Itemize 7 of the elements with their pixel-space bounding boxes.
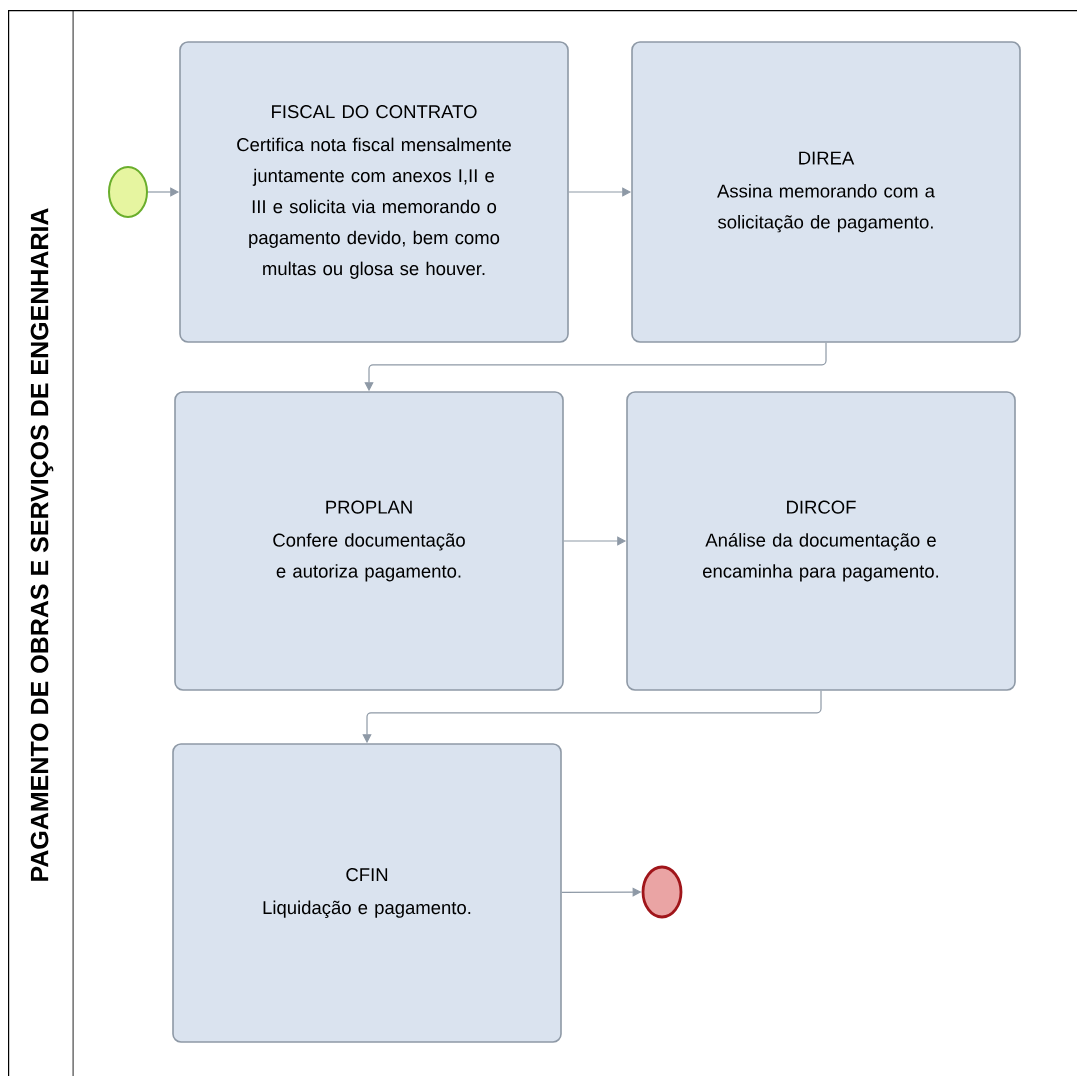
end-event-circle bbox=[641, 865, 683, 919]
task-box: DIRCOF Análise da documentação e encaminha para pagamento. bbox=[626, 391, 1016, 691]
start-event-circle bbox=[108, 166, 148, 218]
task-box: DIREA Assina memorando com a solicitação de pagamento. bbox=[631, 41, 1021, 343]
task-box: FISCAL DO CONTRATO Certifica nota fiscal mensalmente juntamente com anexos I,II e III e solicita via memorando o pagamento devido, bem como multas ou glosa se houver. bbox=[179, 41, 569, 343]
task-box: CFIN Liquidação e pagamento. bbox=[172, 743, 562, 1043]
task-box: PROPLAN Confere documentação e autoriza pagamento. bbox=[174, 391, 564, 691]
